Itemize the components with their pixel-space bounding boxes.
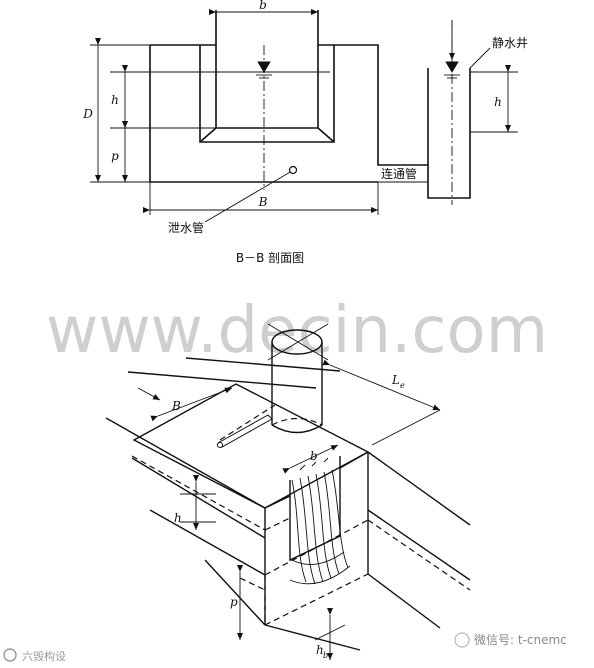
label-h: h [111,93,119,107]
iso-label-b: b [310,449,318,463]
channel-outline [150,10,471,199]
label-p: p [111,149,119,163]
label-still-well: 静水井 [492,36,528,50]
nappe-flow [289,457,351,585]
label-D: D [82,107,93,121]
footer-logo-icon [3,648,17,662]
weir-inner-box [215,45,319,129]
iso-label-L-sub: e [400,381,405,390]
iso-label-hb: h [316,643,324,657]
iso-label-p: p [230,595,238,609]
footer-right-mark: 微信号: t-cnemc [474,633,567,647]
weir-notch [289,456,341,562]
label-drain-pipe: 泄水管 [168,220,204,235]
footer-left-mark: 六毁构设 [22,649,66,663]
wechat-icon [454,632,470,648]
label-b: b [259,0,267,12]
section-caption: B－B 剖面图 [236,251,304,265]
watermark: www.decin.com [46,294,548,368]
drain-pipe-icon [288,165,298,175]
label-h-well: h [494,95,502,109]
isometric-view [105,323,471,651]
drain-pipe-leader [204,170,293,223]
iso-label-hb-sub: b [323,651,328,660]
weir-outer-box [199,45,335,143]
label-B: B [258,195,268,209]
iso-label-L: L [391,373,400,387]
section-view [149,10,471,199]
weir-deck [132,383,370,509]
iso-label-B: B [171,399,181,413]
iso-label-h: h [174,511,182,525]
label-connecting-pipe: 连通管 [381,166,417,181]
iso-drain-pipe [217,414,273,448]
